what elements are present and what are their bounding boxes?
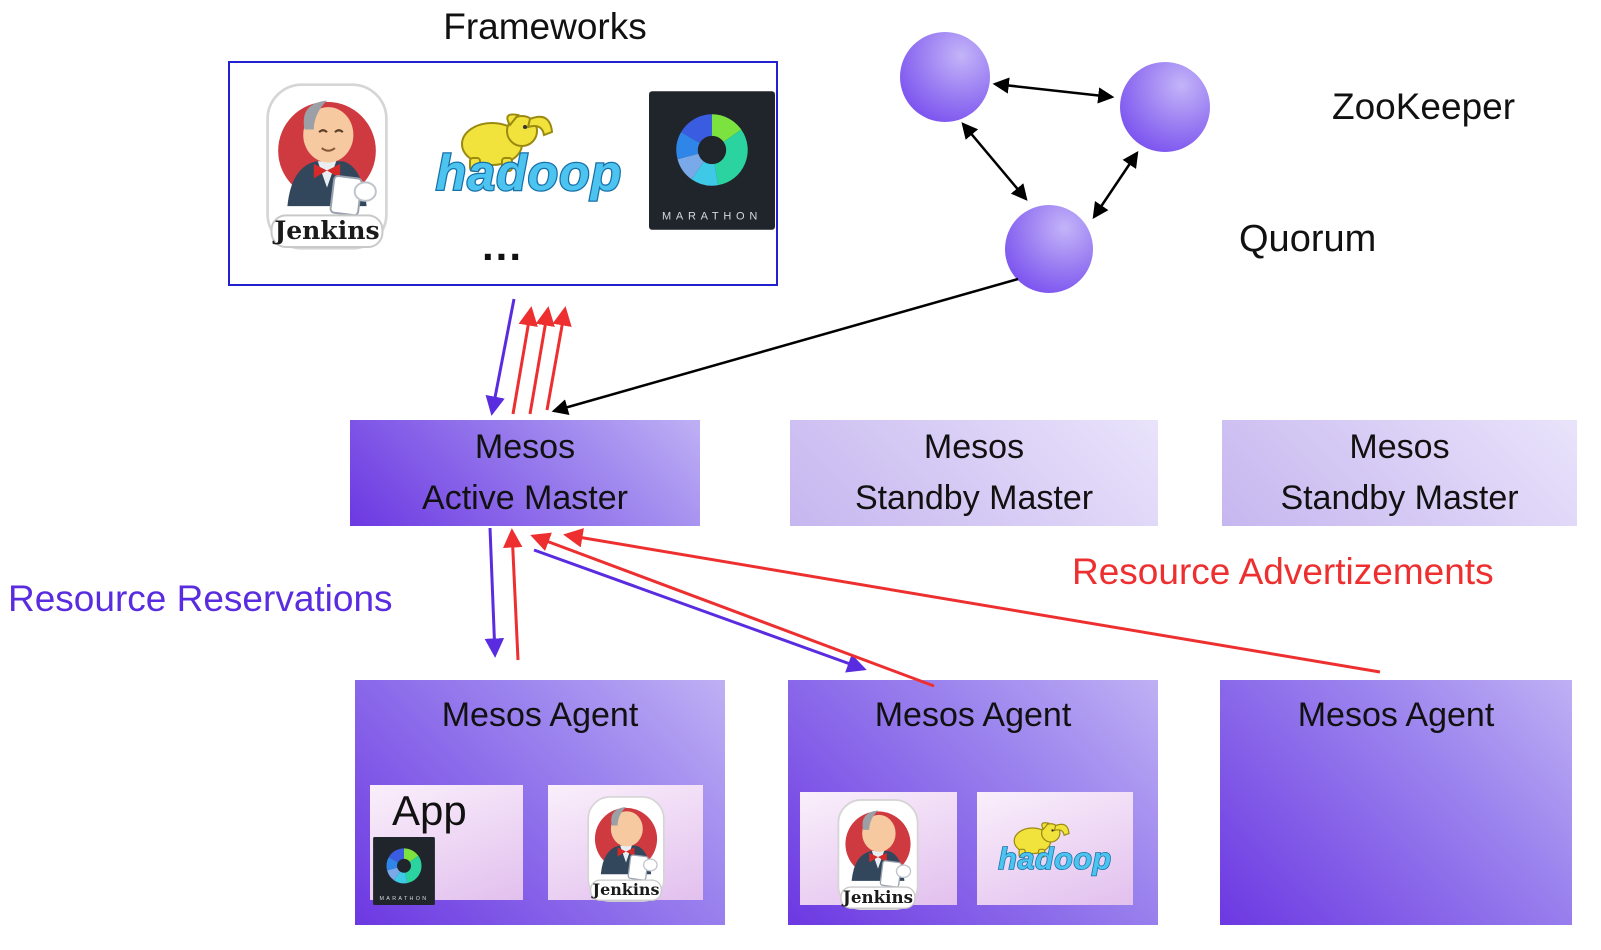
mesos-standby-master-1-box: Mesos Standby Master [790,420,1158,526]
agent-2-title: Mesos Agent [874,696,1072,734]
hadoop-logo-label: hadoop [436,145,623,201]
frameworks-box: Jenkins hadoop [228,61,778,286]
standby-master-2-line1: Mesos [1349,428,1450,466]
mesos-standby-master-2-box: Mesos Standby Master [1222,420,1577,526]
marathon-logo-icon: MARATHON [649,91,775,230]
frameworks-to-master-reservation-arrow [485,298,516,416]
agent-2-hadoop-slot: hadoop [977,792,1133,905]
agent-1-app-label: App [392,787,467,834]
active-master-line2: Active Master [422,479,628,517]
agent-2-hadoop-logo-label: hadoop [998,842,1112,876]
zookeeper-node-1 [900,32,990,122]
hadoop-logo-icon: hadoop [434,113,623,202]
mesos-agent-2-box: Mesos Agent Jenkins [788,680,1158,925]
standby-master-1-line1: Mesos [923,428,1025,466]
zk-link-node1-node3-arrow [961,122,1028,201]
zk-link-node2-node3-arrow [1092,150,1139,220]
zookeeper-node-3 [1005,205,1093,293]
agent-2-jenkins-logo-icon: Jenkins [837,799,919,910]
jenkins-logo-label: Jenkins [272,215,379,245]
agent-1-app-slot: App MARATHON [370,785,523,905]
resource-reservations-label: Resource Reservations [8,578,393,619]
master-to-agent1-reservation-arrow [484,527,505,658]
quorum-label: Quorum [1239,218,1377,260]
master-to-frameworks-offer-arrow-3 [545,306,572,411]
standby-master-1-line2: Standby Master [854,479,1094,517]
standby-master-2-line2: Standby Master [1280,479,1519,517]
agent-3-title: Mesos Agent [1297,696,1495,734]
mesos-agent-3-box: Mesos Agent [1220,680,1572,925]
agent-2-jenkins-slot: Jenkins [800,792,957,910]
mesos-agent-1-box: Mesos Agent App MARATHON [355,680,725,925]
agent-1-marathon-logo-icon: MARATHON [373,837,435,905]
master-to-frameworks-offer-arrow-1 [511,306,538,415]
agent-2-jenkins-logo-label: Jenkins [841,887,913,907]
zookeeper-label: ZooKeeper [1332,86,1516,127]
agent-1-title: Mesos Agent [441,696,639,734]
zookeeper-node-2 [1120,62,1210,152]
agent-1-jenkins-slot: Jenkins [548,785,703,902]
agent-1-marathon-logo-label: MARATHON [380,896,429,902]
master-to-agent2-reservation-arrow [533,548,867,673]
agent-2-hadoop-logo-icon: hadoop [997,822,1112,877]
master-to-frameworks-offer-arrow-2 [528,306,555,415]
resource-advertizements-label: Resource Advertizements [1072,551,1494,592]
agent-1-jenkins-logo-icon: Jenkins [587,796,665,902]
mesos-active-master-box: Mesos Active Master [350,420,700,526]
marathon-logo-label: MARATHON [662,210,762,222]
zk-to-master-arrow [551,277,1019,416]
frameworks-title: Frameworks [443,6,647,47]
jenkins-logo-icon: Jenkins [266,83,388,250]
zk-link-node1-node2-arrow [992,77,1115,104]
agent-1-jenkins-logo-label: Jenkins [591,880,660,899]
agent2-to-master-advertizement-arrow [530,532,935,688]
agent1-to-master-advertizement-arrow [503,528,523,661]
active-master-line1: Mesos [474,428,576,466]
frameworks-ellipsis: ... [482,222,524,269]
